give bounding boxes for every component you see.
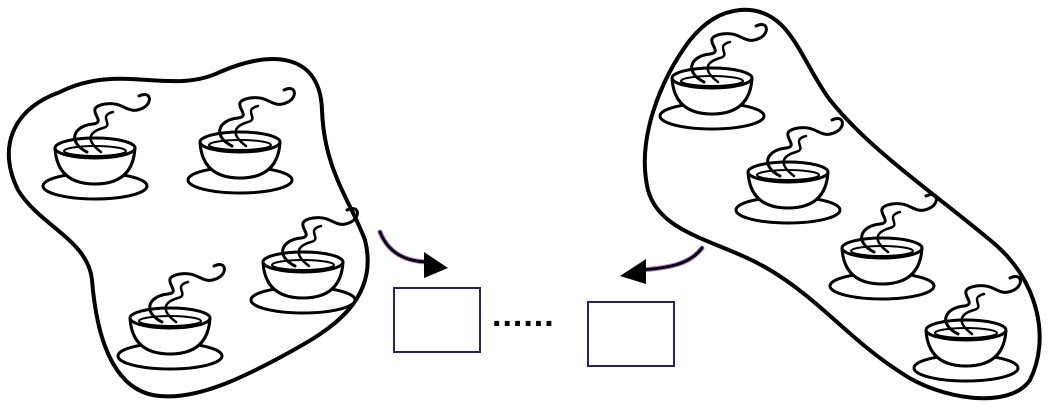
ellipsis: ......	[492, 296, 555, 334]
left-cup-group	[6, 57, 370, 399]
right-curved-arrow-icon	[620, 245, 705, 284]
left-curved-arrow-icon	[377, 229, 448, 278]
right-result-box	[587, 301, 675, 367]
steaming-cup-icon	[658, 22, 768, 131]
right-cup-group	[642, 7, 1042, 401]
left-result-box	[393, 287, 481, 353]
